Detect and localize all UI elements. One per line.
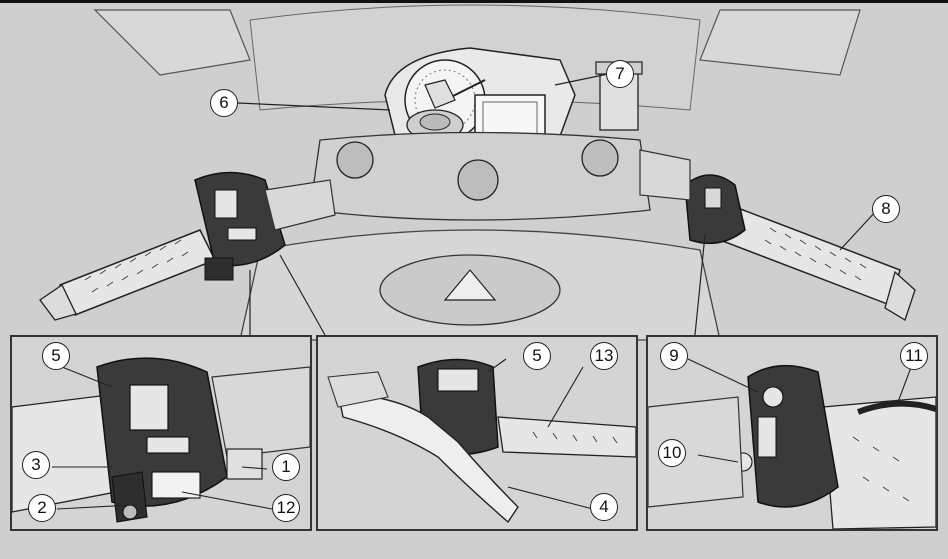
callout-9: 9 [660,342,688,370]
callout-2: 2 [28,494,56,522]
callout-12: 12 [272,494,300,522]
inset-clutch-lever [316,335,638,531]
callout-10: 10 [658,439,686,467]
callout-4: 4 [590,493,618,521]
callout-7: 7 [606,60,634,88]
callout-11: 11 [900,342,928,370]
callout-1: 1 [272,453,300,481]
right-switch-cluster-illustration [648,337,936,529]
callout-6: 6 [210,89,238,117]
inset-right-switch-cluster [646,335,938,531]
callout-5-left: 5 [42,342,70,370]
leader-lines [237,73,878,336]
callout-3: 3 [22,451,50,479]
left-switch-cluster-illustration [12,337,310,529]
callout-13: 13 [590,342,618,370]
callout-8: 8 [872,195,900,223]
left-handlebar [39,171,336,321]
callout-5-middle: 5 [523,342,551,370]
right-handlebar [639,149,916,321]
clutch-lever-illustration [318,337,636,529]
ignition-switch [406,79,464,141]
